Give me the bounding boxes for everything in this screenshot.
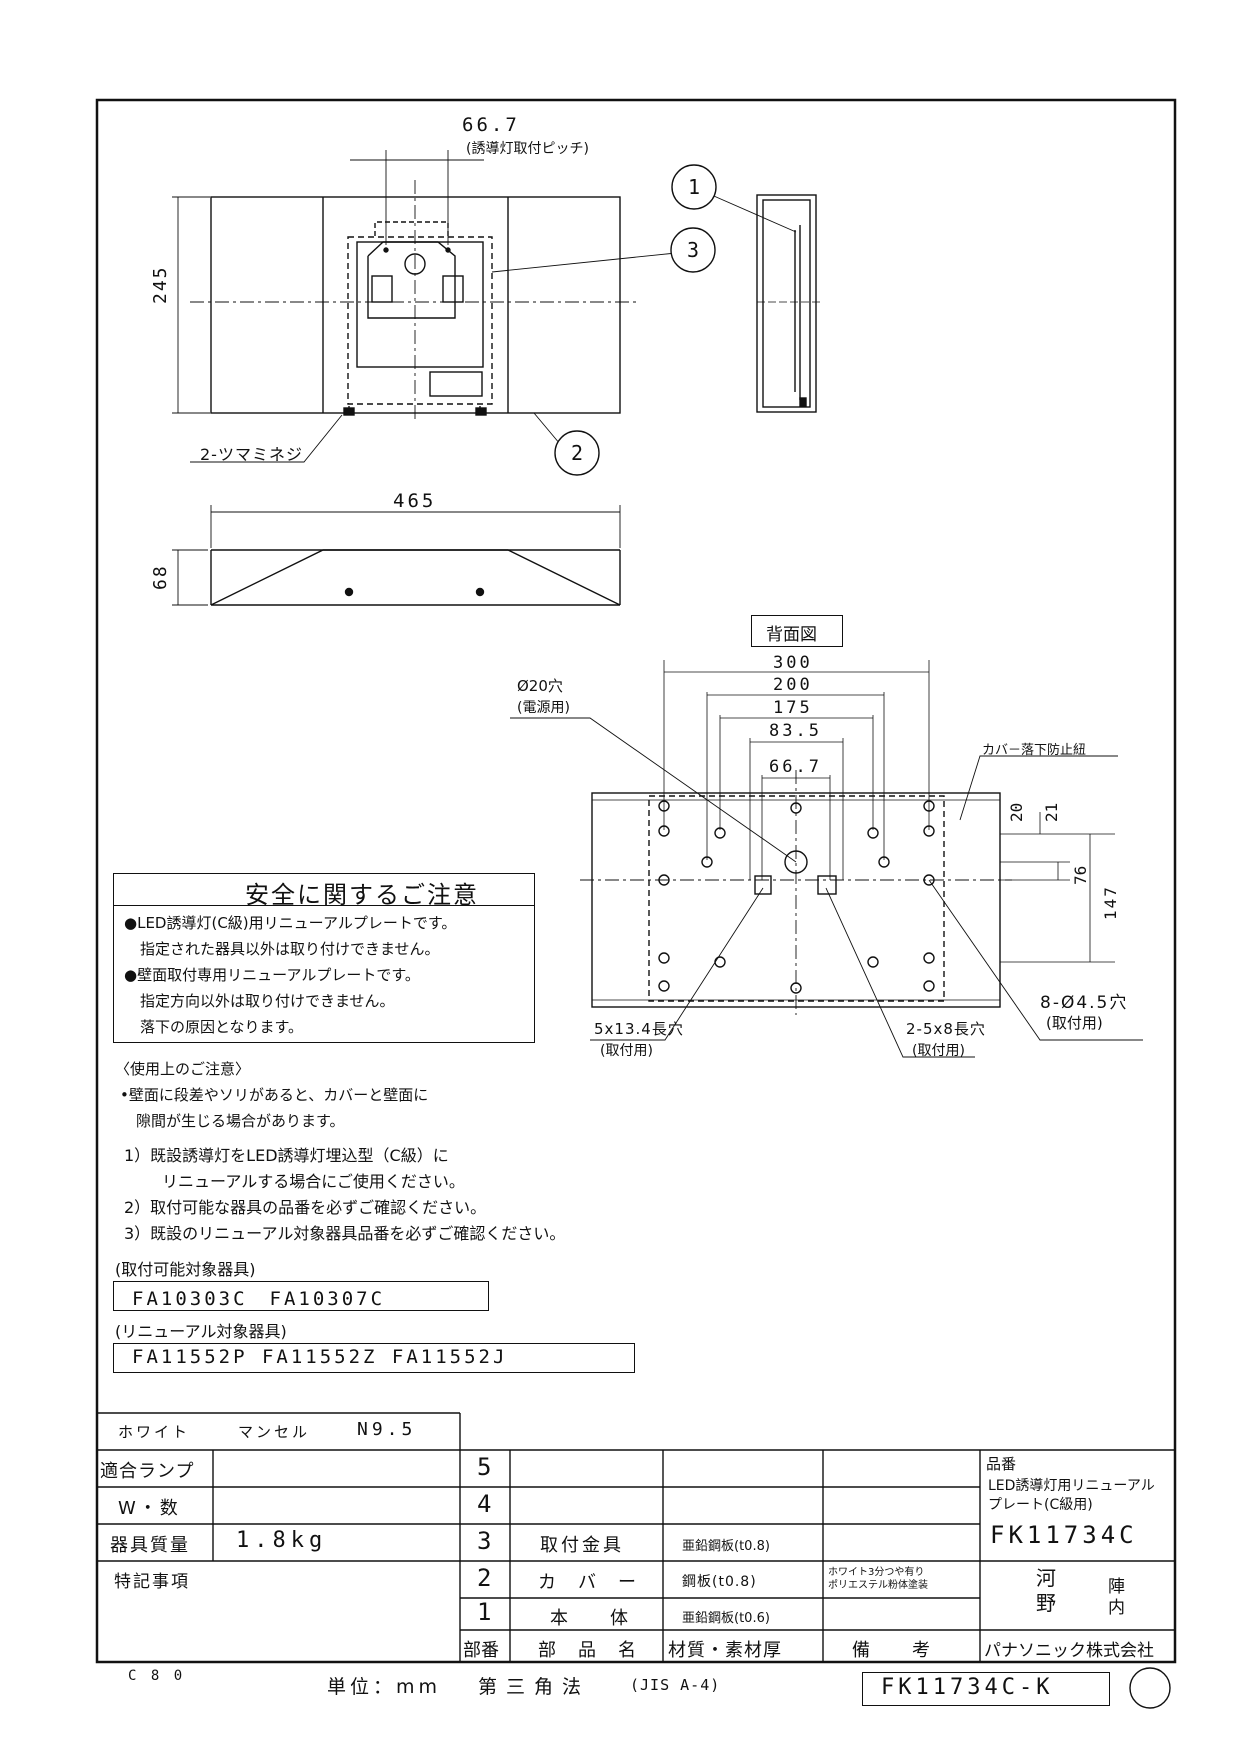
front-view [172,150,677,463]
product-name-line-2: プレート(C級用) [988,1497,1093,1513]
renewal-models-box: FA11552P FA11552Z FA11552J [113,1343,635,1373]
rear-view-title: 背面図 [766,625,817,645]
row3-number: 3 [477,1527,492,1555]
top-view [172,505,621,606]
slot-small-label: 2-5x8長穴 [906,1020,986,1038]
usage-bullet-1b: 隙間が生じる場合があります。 [136,1112,345,1130]
safety-line-3: ●壁面取付専用リニューアルプレートです。 [124,966,420,984]
rear-view-drawing [510,660,1143,1058]
dimension-175: 175 [773,698,813,718]
header-part-no: 部番 [463,1640,499,1661]
usage-bullet-1: •壁面に段差やソリがあると、カバーと壁面に [120,1086,429,1104]
side-view [706,192,820,413]
safety-line-4: 指定方向以外は取り付けできません。 [140,992,395,1010]
product-name-line-1: LED誘導灯用リニューアル [988,1478,1155,1494]
renewal-label: (リニューアル対象器具) [115,1322,287,1341]
drawn-by-4: 内 [1108,1598,1125,1618]
safety-line-1: ●LED誘導灯(C級)用リニューアルプレートです。 [124,914,457,932]
screws-note: 2-ツマミネジ [200,445,303,464]
dimension-300: 300 [773,653,813,673]
safety-notice-title: 安全に関するご注意 [245,881,479,909]
notes-label: 特記事項 [114,1572,190,1592]
usage-title: 〈使用上のご注意〉 [115,1060,251,1078]
cover-cord-label: カバ－落下防止紐 [982,743,1087,758]
dimension-pitch-note: (誘導灯取付ピッチ) [466,141,589,157]
row4-number: 4 [477,1490,492,1518]
dimension-20: 20 [1007,802,1026,822]
row3-material: 亜鉛鋼板(t0.8) [682,1539,770,1554]
mountable-label: (取付可能対象器具) [115,1260,256,1279]
footer-unit: 単位：mm [327,1676,442,1698]
row1-name: 本 体 [550,1608,630,1629]
lamp-label: 適合ランプ [100,1461,195,1482]
safety-notice-box [113,873,535,1043]
mountable-models: FA10303C FA10307C [132,1288,386,1310]
mass-value: 1.8kg [236,1528,328,1553]
header-material: 材質・素材厚 [668,1640,782,1661]
company-name: パナソニック株式会社 [984,1641,1154,1661]
row2-name: カ バ ー [538,1572,638,1593]
callout-label-1: 1 [688,175,701,199]
callout-label-2: 2 [571,441,584,465]
dimension-21: 21 [1042,802,1061,822]
row1-number: 1 [477,1598,492,1626]
drawing-number-box: FK11734C-K [862,1672,1110,1706]
dimension-66-7: 66.7 [769,757,822,777]
callout-circle-1 [671,164,717,210]
drawn-by-2: 陣 [1108,1577,1125,1597]
safety-line-2: 指定された器具以外は取り付けできません。 [140,940,440,958]
header-remark: 備 考 [852,1640,932,1661]
part-number: FK11734C [990,1521,1138,1549]
mountable-models-box: FA10303C FA10307C [113,1281,489,1311]
row5-number: 5 [477,1453,492,1481]
row2-remark-1: ホワイト3分つや有り [828,1567,925,1578]
row2-remark-2: ポリエステル粉体塗装 [828,1580,928,1591]
mass-label: 器具質量 [110,1535,190,1556]
dimension-83-5: 83.5 [769,721,822,741]
title-block-grid [97,1412,1175,1709]
dimension-height: 245 [150,265,171,304]
munsell-value: N9.5 [357,1419,417,1440]
part-number-label: 品番 [986,1455,1017,1473]
dimension-pitch: 66.7 [462,114,520,136]
usage-item-3: 3）既設のリニューアル対象器具品番を必ずご確認ください。 [124,1224,566,1243]
munsell-label: マンセル [238,1423,311,1441]
row1-material: 亜鉛鋼板(t0.6) [682,1611,770,1626]
slot-small-note: (取付用) [912,1043,965,1059]
row3-name: 取付金具 [540,1535,624,1556]
color-label: ホワイト [118,1423,191,1441]
row2-number: 2 [477,1564,492,1592]
safety-line-5: 落下の原因となります。 [140,1018,304,1036]
watt-label: W・数 [118,1498,181,1519]
drawing-number: FK11734C-K [881,1675,1054,1700]
callout-circle-2 [554,430,600,476]
header-part-name: 部 品 名 [538,1640,638,1661]
rear-view-title-box: 背面図 [751,615,843,647]
callout-label-3: 3 [687,238,700,262]
safety-notice-divider [114,905,534,906]
footer-paper: (JIS A-4) [630,1676,721,1694]
usage-item-1: 1）既設誘導灯をLED誘導灯埋込型（C級）に [124,1146,449,1165]
row2-material: 鋼板(t0.8) [682,1574,757,1590]
hole-power-note: (電源用) [517,700,570,716]
drawn-by-3: 野 [1036,1591,1056,1615]
renewal-models: FA11552P FA11552Z FA11552J [132,1346,508,1368]
slot-long-note: (取付用) [600,1043,653,1059]
holes-label: 8-Ø4.5穴 [1040,993,1129,1013]
usage-item-1b: リニューアルする場合にご使用ください。 [162,1172,465,1191]
drawn-by-1: 河 [1036,1566,1056,1590]
footer-code: C 8 0 [128,1668,186,1684]
dimension-200: 200 [773,675,813,695]
hole-power-label: Ø20穴 [517,677,563,695]
dimension-147: 147 [1101,885,1120,920]
footer-projection: 第三角法 [478,1676,591,1698]
holes-note: (取付用) [1046,1014,1103,1032]
dimension-76: 76 [1071,865,1090,885]
slot-long-label: 5x13.4長穴 [594,1020,684,1038]
dimension-depth: 68 [150,564,171,590]
usage-item-2: 2）取付可能な器具の品番を必ずご確認ください。 [124,1198,487,1217]
dimension-width: 465 [393,490,437,512]
callout-circle-3 [670,227,716,273]
